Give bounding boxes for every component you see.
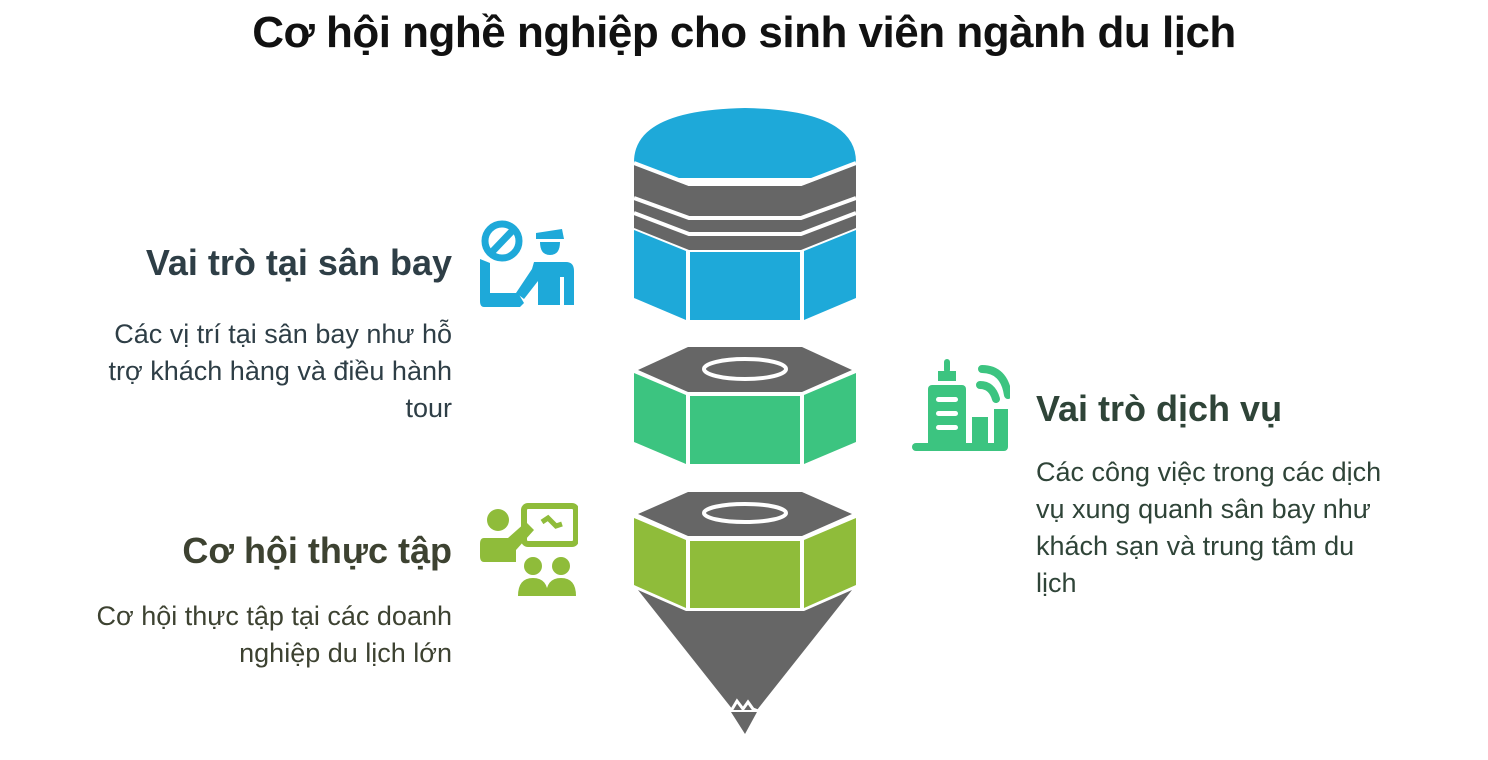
desc-line: tour	[405, 393, 452, 423]
internship-heading: Cơ hội thực tập	[182, 530, 452, 571]
airport-role-description: Các vị trí tại sân bay như hỗ trợ khách …	[40, 316, 452, 427]
airport-officer-icon	[480, 220, 574, 307]
blue-tier	[633, 108, 857, 320]
desc-line: Các công việc trong các dịch	[1036, 457, 1382, 487]
internship-description: Cơ hội thực tập tại các doanh nghiệp du …	[40, 598, 452, 672]
service-role-description: Các công việc trong các dịch vụ xung qua…	[1036, 454, 1456, 602]
desc-line: Các vị trí tại sân bay như hỗ	[114, 319, 452, 349]
desc-line: lịch	[1036, 568, 1077, 598]
green-tier	[634, 347, 856, 464]
desc-line: khách sạn và trung tâm du	[1036, 531, 1355, 561]
presentation-teacher-icon	[480, 503, 578, 596]
desc-line: nghiệp du lịch lớn	[239, 638, 452, 668]
desc-line: trợ khách hàng và điều hành	[108, 356, 452, 386]
airport-role-heading: Vai trò tại sân bay	[145, 242, 452, 283]
desc-line: vụ xung quanh sân bay như	[1036, 494, 1371, 524]
page-title: Cơ hội nghề nghiệp cho sinh viên ngành d…	[252, 8, 1236, 57]
lime-tier	[634, 492, 856, 734]
desc-line: Cơ hội thực tập tại các doanh	[96, 601, 452, 631]
service-role-heading: Vai trò dịch vụ	[1036, 388, 1283, 429]
city-signal-icon	[912, 359, 1010, 451]
